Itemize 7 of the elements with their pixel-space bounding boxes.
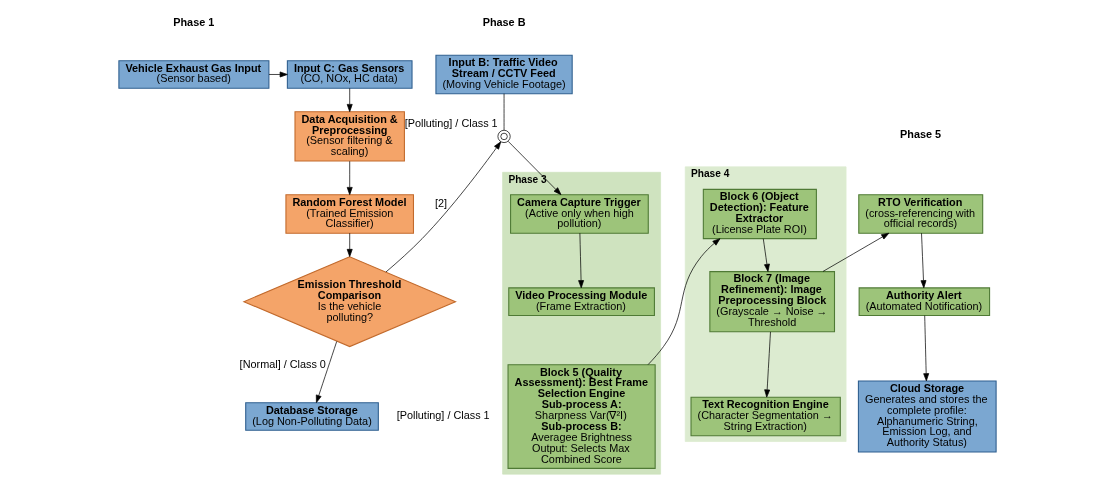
node-label: [Polluting] / Class 1 — [404, 116, 498, 129]
edge-label: [Normal] / Class 0 — [239, 358, 326, 371]
edge-label: [2] — [434, 196, 448, 209]
label: Phase B — [482, 15, 526, 28]
label: Phase 1 — [173, 15, 215, 28]
label: [Polluting] / Class 1 — [396, 409, 490, 422]
label: Phase 5 — [900, 128, 942, 141]
